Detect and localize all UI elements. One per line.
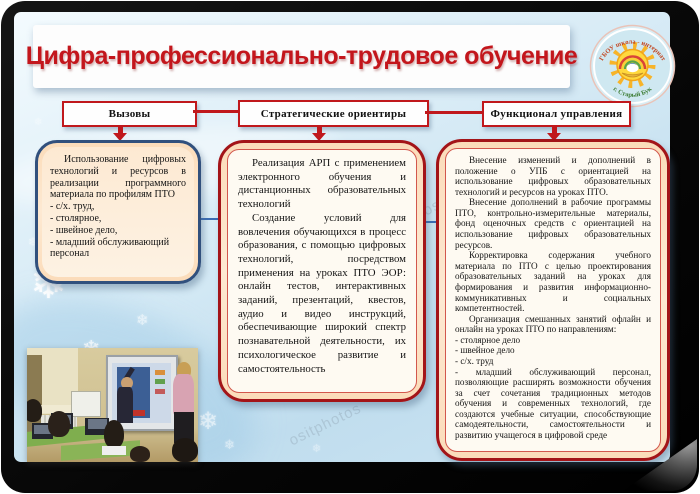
snowflake-icon: ❄ — [28, 235, 39, 249]
page-title: Цифра-профессионально-трудовое обучение — [25, 42, 578, 70]
down-arrow-icon — [312, 126, 326, 141]
strategy-box: Реализация АРП с применением электронног… — [218, 140, 426, 402]
rainbow-arc-red — [618, 55, 647, 70]
photo-pupil — [27, 399, 43, 423]
management-paragraph: Внесение изменений и дополнений в положе… — [455, 155, 651, 197]
list-item: - швейное дело, — [50, 224, 118, 236]
list-item: - с/х. труд — [455, 355, 494, 366]
down-arrow-icon — [547, 126, 561, 141]
photo-teacher — [177, 361, 192, 378]
sun-rays-icon — [609, 42, 656, 88]
photo-pupil — [172, 438, 198, 462]
photo-pupil — [47, 410, 70, 437]
header-box-management: Функционал управления — [482, 101, 631, 127]
dove-icon — [626, 63, 639, 73]
photo-pupil-at-board — [121, 376, 134, 390]
header-label: Стратегические ориентиры — [260, 107, 407, 120]
challenges-box: Использование цифровых технологий и ресу… — [35, 140, 201, 284]
connector-line — [193, 110, 238, 113]
list-item: - с/х. труд, — [50, 201, 95, 213]
snowflake-icon: ❄ — [198, 409, 219, 435]
challenges-paragraph: Использование цифровых технологий и ресу… — [50, 154, 186, 201]
photo-laptop — [85, 417, 110, 435]
title-banner: Цифра-профессионально-трудовое обучение — [26, 25, 578, 88]
photo-pupil-at-board — [116, 386, 133, 424]
school-logo: ГБОУ школа - интернат г. Старый Бук — [589, 24, 676, 108]
connector-line — [425, 111, 482, 114]
photo-easel — [71, 391, 101, 418]
photo-pupil — [102, 446, 127, 456]
header-box-strategy: Стратегические ориентиры — [238, 100, 429, 127]
photo-laptop — [32, 423, 53, 440]
header-box-challenges: Вызовы — [62, 101, 197, 127]
photo-desk — [61, 439, 140, 461]
rainbow-arc-green — [623, 60, 642, 70]
list-item: - столярное дело — [455, 334, 521, 345]
management-box: Внесение изменений и дополнений в положе… — [436, 139, 670, 461]
snowflake-icon: ❄ — [312, 443, 322, 455]
strategy-paragraph: Создание условий для вовлечения обучающи… — [238, 211, 406, 375]
photo-teacher — [174, 411, 194, 443]
down-arrow-icon — [113, 126, 127, 141]
snowflake-icon: ❄ — [136, 313, 149, 329]
management-paragraph: Корректировка содержания учебного матери… — [455, 250, 651, 314]
photo-pupil — [129, 446, 151, 462]
management-paragraph: Организация смешанных занятий офлайн и о… — [455, 313, 651, 335]
classroom-photo — [27, 348, 198, 462]
list-item: - швейное дело — [455, 345, 515, 356]
header-label: Функционал управления — [490, 108, 623, 120]
photo-screen-icon — [154, 379, 166, 385]
management-paragraph: Внесение дополнений в рабочие программы … — [455, 197, 651, 250]
watermark-text: ositphotos — [286, 399, 365, 450]
photo-screen-icon — [154, 389, 166, 394]
snowflake-icon: ❄ — [34, 117, 43, 128]
connector-line-blue — [196, 218, 220, 220]
photo-screen-bar — [130, 409, 146, 416]
photo-window-sill — [33, 405, 80, 413]
photo-teacher — [173, 374, 194, 416]
header-label: Вызовы — [108, 108, 151, 120]
hands-icon — [621, 72, 644, 78]
list-item: - столярное, — [50, 212, 102, 224]
rainbow-arc-yellow — [621, 57, 644, 70]
management-paragraph: - младший обслуживающий персонал, позвол… — [455, 366, 651, 441]
strategy-paragraph: Реализация АРП с применением электронног… — [238, 157, 406, 211]
snowflake-icon: ❄ — [224, 437, 235, 452]
photo-pupil — [103, 419, 125, 449]
photo-screen-icon — [154, 369, 166, 375]
list-item: - младший обслуживающий персонал — [50, 236, 170, 260]
connector-line-blue — [418, 221, 438, 223]
